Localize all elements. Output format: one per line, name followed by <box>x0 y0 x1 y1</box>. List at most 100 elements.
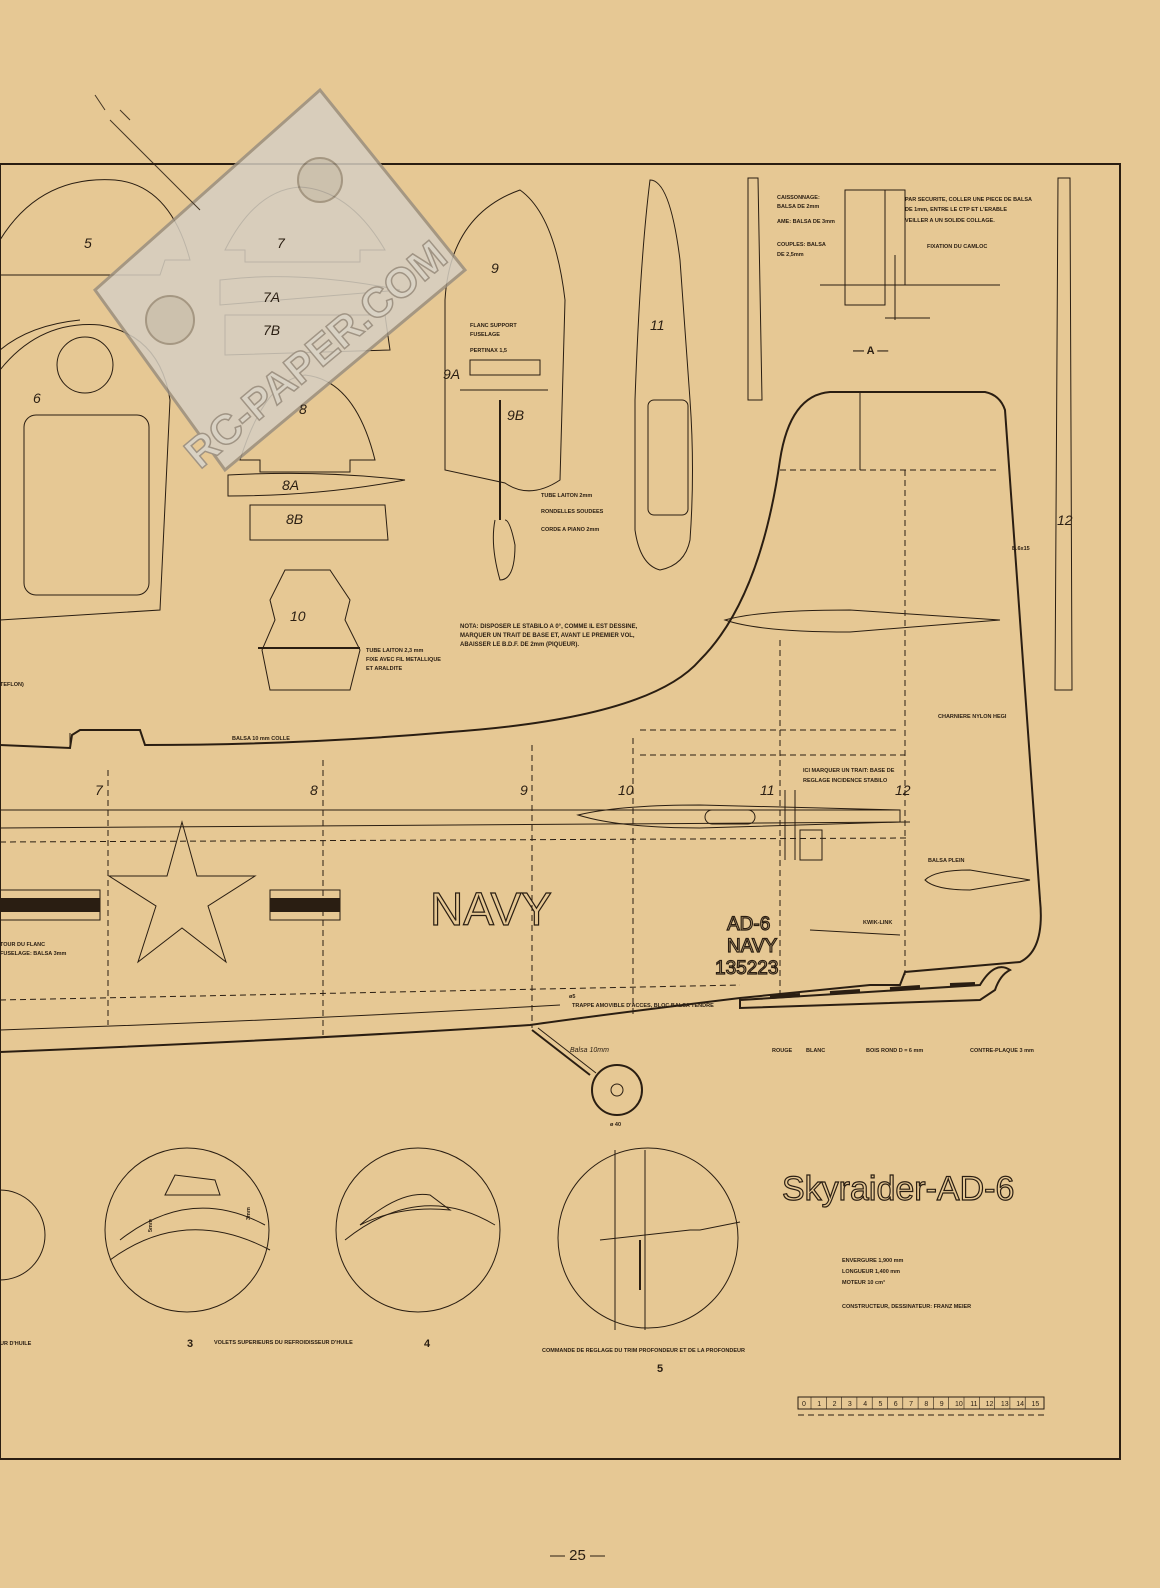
note-diam-40: ø 40 <box>610 1122 621 1128</box>
ruler-tick-label: 14 <box>1016 1401 1024 1408</box>
note-pertinax: PERTINAX 1,5 <box>470 348 507 354</box>
note-balsa-plein: BALSA PLEIN <box>928 858 964 864</box>
caption-volets: VOLETS SUPERIEURS DU REFROIDISSEUR D'HUI… <box>214 1340 353 1346</box>
marking-serial: 135223 <box>715 958 778 979</box>
label-part-7a: 7A <box>263 289 280 305</box>
label-part-8b: 8B <box>286 511 303 527</box>
label-part-6: 6 <box>33 390 41 406</box>
spec-constructeur: CONSTRUCTEUR, DESSINATEUR: FRANZ MEIER <box>842 1304 971 1310</box>
detail-4-circle <box>335 1147 501 1313</box>
label-part-7: 7 <box>277 235 286 251</box>
note-trait-2: REGLAGE INCIDENCE STABILO <box>803 778 888 784</box>
ruler-tick-label: 4 <box>863 1401 867 1408</box>
label-part-8: 8 <box>299 401 307 417</box>
note-balsa-10: Balsa 10mm <box>570 1047 609 1054</box>
note-caisson-5: DE 2,5mm <box>777 252 804 258</box>
watermark-logo <box>92 87 468 473</box>
label-part-9: 9 <box>491 260 499 276</box>
ruler-tick-label: 1 <box>817 1401 821 1408</box>
note-balsa-colle: BALSA 10 mm COLLE <box>232 736 290 742</box>
note-rouge: ROUGE <box>772 1048 793 1054</box>
spec-longueur: LONGUEUR 1,400 mm <box>842 1269 900 1275</box>
note-securite-1: PAR SECURITE, COLLER UNE PIECE DE BALSA <box>905 197 1032 203</box>
note-trappe: TRAPPE AMOVIBLE D'ACCES, BLOC BALSA TEND… <box>572 1003 714 1009</box>
label-station-8: 8 <box>310 782 318 798</box>
note-contour-2: FUSELAGE: BALSA 3mm <box>0 951 67 957</box>
marking-ad6: AD-6 <box>727 914 770 935</box>
label-part-10: 10 <box>290 608 306 624</box>
caption-oil: UR D'HUILE <box>0 1341 32 1347</box>
label-part-9b: 9B <box>507 407 524 423</box>
note-caisson-4: COUPLES: BALSA <box>777 242 826 248</box>
note-securite-3: VEILLER A UN SOLIDE COLLAGE. <box>905 218 995 224</box>
note-5mm: 5mm <box>148 1219 154 1232</box>
note-securite-2: DE 1mm, ENTRE LE CTP ET L'ERABLE <box>905 207 1007 213</box>
ruler-tick-label: 10 <box>955 1401 963 1408</box>
detail-views <box>0 1147 741 1330</box>
note-stabilo-2: MARQUER UN TRAIT DE BASE ET, AVANT LE PR… <box>460 633 635 639</box>
note-diam-5: ø5 <box>569 994 575 1000</box>
label-station-7: 7 <box>95 782 104 798</box>
label-station-12: 12 <box>895 782 911 798</box>
label-part-9a: 9A <box>443 366 460 382</box>
drawing-frame <box>0 163 1121 1460</box>
ruler-tick-label: 5 <box>879 1401 883 1408</box>
note-tube-10-2: FIXE AVEC FIL METALLIQUE <box>366 657 441 663</box>
ruler-tick-label: 12 <box>986 1401 994 1408</box>
detail-5-circle <box>557 1147 739 1329</box>
note-rondelles: RONDELLES SOUDEES <box>541 509 604 515</box>
star-icon <box>107 820 257 964</box>
note-bois-rond: BOIS ROND D = 6 mm <box>866 1048 923 1054</box>
note-caisson-1: CAISSONNAGE: <box>777 195 820 201</box>
label-station-10: 10 <box>618 782 634 798</box>
label-part-8a: 8A <box>282 477 299 493</box>
ruler-tick-label: 2 <box>833 1401 837 1408</box>
insignia <box>0 820 341 964</box>
note-flanc-1: FLANC SUPPORT <box>470 323 517 329</box>
ruler-tick-label: 3 <box>848 1401 852 1408</box>
note-caisson-2: BALSA DE 2mm <box>777 204 819 210</box>
fuselage-side-view <box>0 391 1042 1116</box>
note-b6x15: B.6x15 <box>1012 546 1030 552</box>
ruler-tick-label: 0 <box>802 1401 806 1408</box>
note-kwik-link: KWIK-LINK <box>863 920 892 926</box>
caption-num-4: 4 <box>424 1338 431 1350</box>
ruler-tick-label: 11 <box>970 1401 977 1408</box>
ruler-tick-label: 7 <box>909 1401 913 1408</box>
ruler-tick-label: 9 <box>940 1401 944 1408</box>
spec-moteur: MOTEUR 10 cm³ <box>842 1279 885 1286</box>
note-tube-10-1: TUBE LAITON 2,3 mm <box>366 648 423 654</box>
spec-envergure: ENVERGURE 1,900 mm <box>842 1258 904 1264</box>
note-flanc-2: FUSELAGE <box>470 332 500 338</box>
caption-commande: COMMANDE DE REGLAGE DU TRIM PROFONDEUR E… <box>542 1348 745 1354</box>
note-3mm: 3mm <box>246 1207 252 1220</box>
label-part-11: 11 <box>650 317 665 333</box>
note-caisson-3: AME: BALSA DE 3mm <box>777 219 835 225</box>
label-part-7b: 7B <box>263 322 280 338</box>
detail-3-circle <box>104 1147 270 1313</box>
note-blanc: BLANC <box>806 1048 825 1054</box>
ruler-tick-label: 8 <box>924 1401 928 1408</box>
note-charniere: CHARNIERE NYLON HEGI <box>938 714 1007 720</box>
label-detail-a: — A — <box>853 345 888 357</box>
title-skyraider: Skyraider-AD-6 <box>782 1170 1014 1208</box>
note-stabilo-3: ABAISSER LE B.D.F. DE 2mm (PIQUEUR). <box>460 642 579 648</box>
navy-lettering: NAVY <box>430 883 552 935</box>
note-corde: CORDE A PIANO 2mm <box>541 527 599 533</box>
note-contre-plaque: CONTRE-PLAQUE 3 mm <box>970 1048 1034 1054</box>
ruler-tick-label: 13 <box>1001 1401 1009 1408</box>
label-part-5: 5 <box>84 235 92 251</box>
ruler-tick-label: 15 <box>1032 1401 1040 1408</box>
label-part-12: 12 <box>1057 512 1073 528</box>
note-stabilo-1: NOTA: DISPOSER LE STABILO A 0°, COMME IL… <box>460 624 638 630</box>
caption-num-5: 5 <box>657 1363 663 1375</box>
ruler-tick-label: 6 <box>894 1401 898 1408</box>
marking-navy-small: NAVY <box>727 936 778 957</box>
note-tube-laiton: TUBE LAITON 2mm <box>541 493 592 499</box>
scale-ruler <box>797 1396 1045 1416</box>
page-number: — 25 — <box>550 1547 605 1564</box>
note-camloc: FIXATION DU CAMLOC <box>927 244 987 250</box>
label-station-9: 9 <box>520 782 528 798</box>
